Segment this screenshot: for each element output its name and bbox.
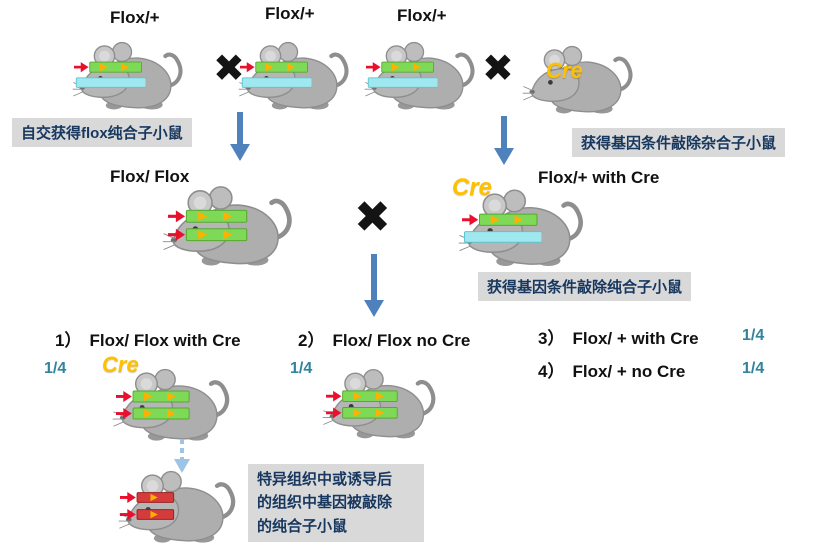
offspring-2-fraction: 1/4	[290, 360, 313, 377]
dashed-down-arrow-icon	[174, 439, 190, 473]
offspring-3-number: 3）	[538, 329, 565, 348]
mouse-offspring-1	[112, 364, 234, 444]
cre-transgene-label-offspring1: Cre	[102, 352, 139, 377]
mouse-cre-driver: Cre	[522, 40, 637, 118]
offspring-1-label: 1） Flox/ Flox with Cre	[55, 326, 241, 351]
offspring-1-number: 1）	[55, 331, 82, 350]
flox-allele-icon	[74, 60, 143, 74]
flox-allele-icon	[168, 208, 249, 224]
caption-line-2: 的组织中基因被敲除	[257, 494, 393, 512]
genotype-flox-homo	[168, 208, 249, 243]
offspring-3-label: 3） Flox/ + with Cre	[538, 324, 699, 349]
mouse-flox-het-3	[364, 36, 479, 114]
wildtype-allele-icon	[75, 77, 146, 88]
cre-transgene-label: Cre	[546, 58, 583, 83]
genotype-flox-het	[462, 212, 542, 243]
wildtype-allele-icon	[367, 77, 438, 88]
parent3-genotype-label: Flox/+	[397, 6, 447, 25]
wildtype-allele-icon	[241, 77, 312, 88]
parent1-genotype-label: Flox/+	[110, 8, 160, 27]
caption-conditional-het: 获得基因条件敲除杂合子小鼠	[572, 128, 786, 157]
down-arrow-icon-middle	[364, 254, 384, 317]
offspring-2-label: 2） Flox/ Flox no Cre	[298, 326, 470, 351]
caption-conditional-homo: 获得基因条件敲除纯合子小鼠	[478, 272, 692, 301]
offspring-4-fraction: 1/4	[742, 360, 765, 377]
down-arrow-icon-right	[494, 116, 514, 165]
offspring-1-fraction: 1/4	[44, 360, 67, 377]
cross-icon-1: ✖	[213, 48, 245, 90]
offspring-4-label: 4） Flox/ + no Cre	[538, 357, 685, 382]
offspring-3-name: Flox/ + with Cre	[572, 329, 699, 348]
genotype-flox-het	[74, 60, 146, 88]
mouse-offspring-2	[322, 364, 440, 442]
caption-line-3: 的纯合子小鼠	[257, 517, 348, 535]
flox-allele-icon	[116, 389, 191, 404]
mouse-flox-het-1	[72, 36, 187, 114]
offspring-3-fraction: 1/4	[742, 327, 765, 344]
flox-allele-icon	[326, 389, 399, 403]
offspring-4-number: 4）	[538, 362, 565, 381]
mouse-flox-het-cre	[458, 184, 588, 270]
genotype-flox-homo	[116, 389, 191, 421]
offspring-4-name: Flox/ + no Cre	[572, 362, 686, 381]
mouse-flox-homo	[162, 180, 297, 270]
cre-transgene-label-gen2: Cre	[452, 174, 493, 201]
offspring-2-number: 2）	[298, 331, 325, 350]
cross-icon-2: ✖	[482, 48, 514, 90]
flox-allele-icon	[366, 60, 435, 74]
mouse-flox-het-2	[238, 36, 353, 114]
genotype-flox-homo	[326, 389, 399, 420]
knockout-allele-icon	[120, 507, 176, 522]
wildtype-allele-icon	[464, 231, 542, 243]
offspring-2-name: Flox/ Flox no Cre	[332, 331, 471, 350]
mouse-knockout	[118, 466, 240, 546]
flox-allele-icon	[168, 227, 249, 243]
flox-allele-icon	[462, 212, 539, 227]
flox-allele-icon	[116, 406, 191, 421]
offspring-1-name: Flox/ Flox with Cre	[89, 331, 241, 350]
genotype-knockout-homo	[120, 490, 176, 522]
flox-allele-icon	[240, 60, 309, 74]
parent2-genotype-label: Flox/+	[265, 4, 315, 23]
genotype-flox-het	[366, 60, 438, 88]
knockout-allele-icon	[120, 490, 176, 505]
floxhet-cre-genotype-label: Flox/+ with Cre	[538, 168, 660, 187]
floxflox-genotype-label: Flox/ Flox	[110, 167, 190, 186]
down-arrow-icon-left	[230, 112, 250, 161]
caption-selfcross-flox-homo: 自交获得flox纯合子小鼠	[12, 118, 192, 147]
genotype-flox-het	[240, 60, 312, 88]
flox-allele-icon	[326, 406, 399, 420]
cross-icon-3: ✖	[354, 193, 391, 242]
caption-tissue-specific-knockout: 特异组织中或诱导后 的组织中基因被敲除 的纯合子小鼠	[248, 464, 424, 542]
caption-line-1: 特异组织中或诱导后	[257, 471, 393, 488]
